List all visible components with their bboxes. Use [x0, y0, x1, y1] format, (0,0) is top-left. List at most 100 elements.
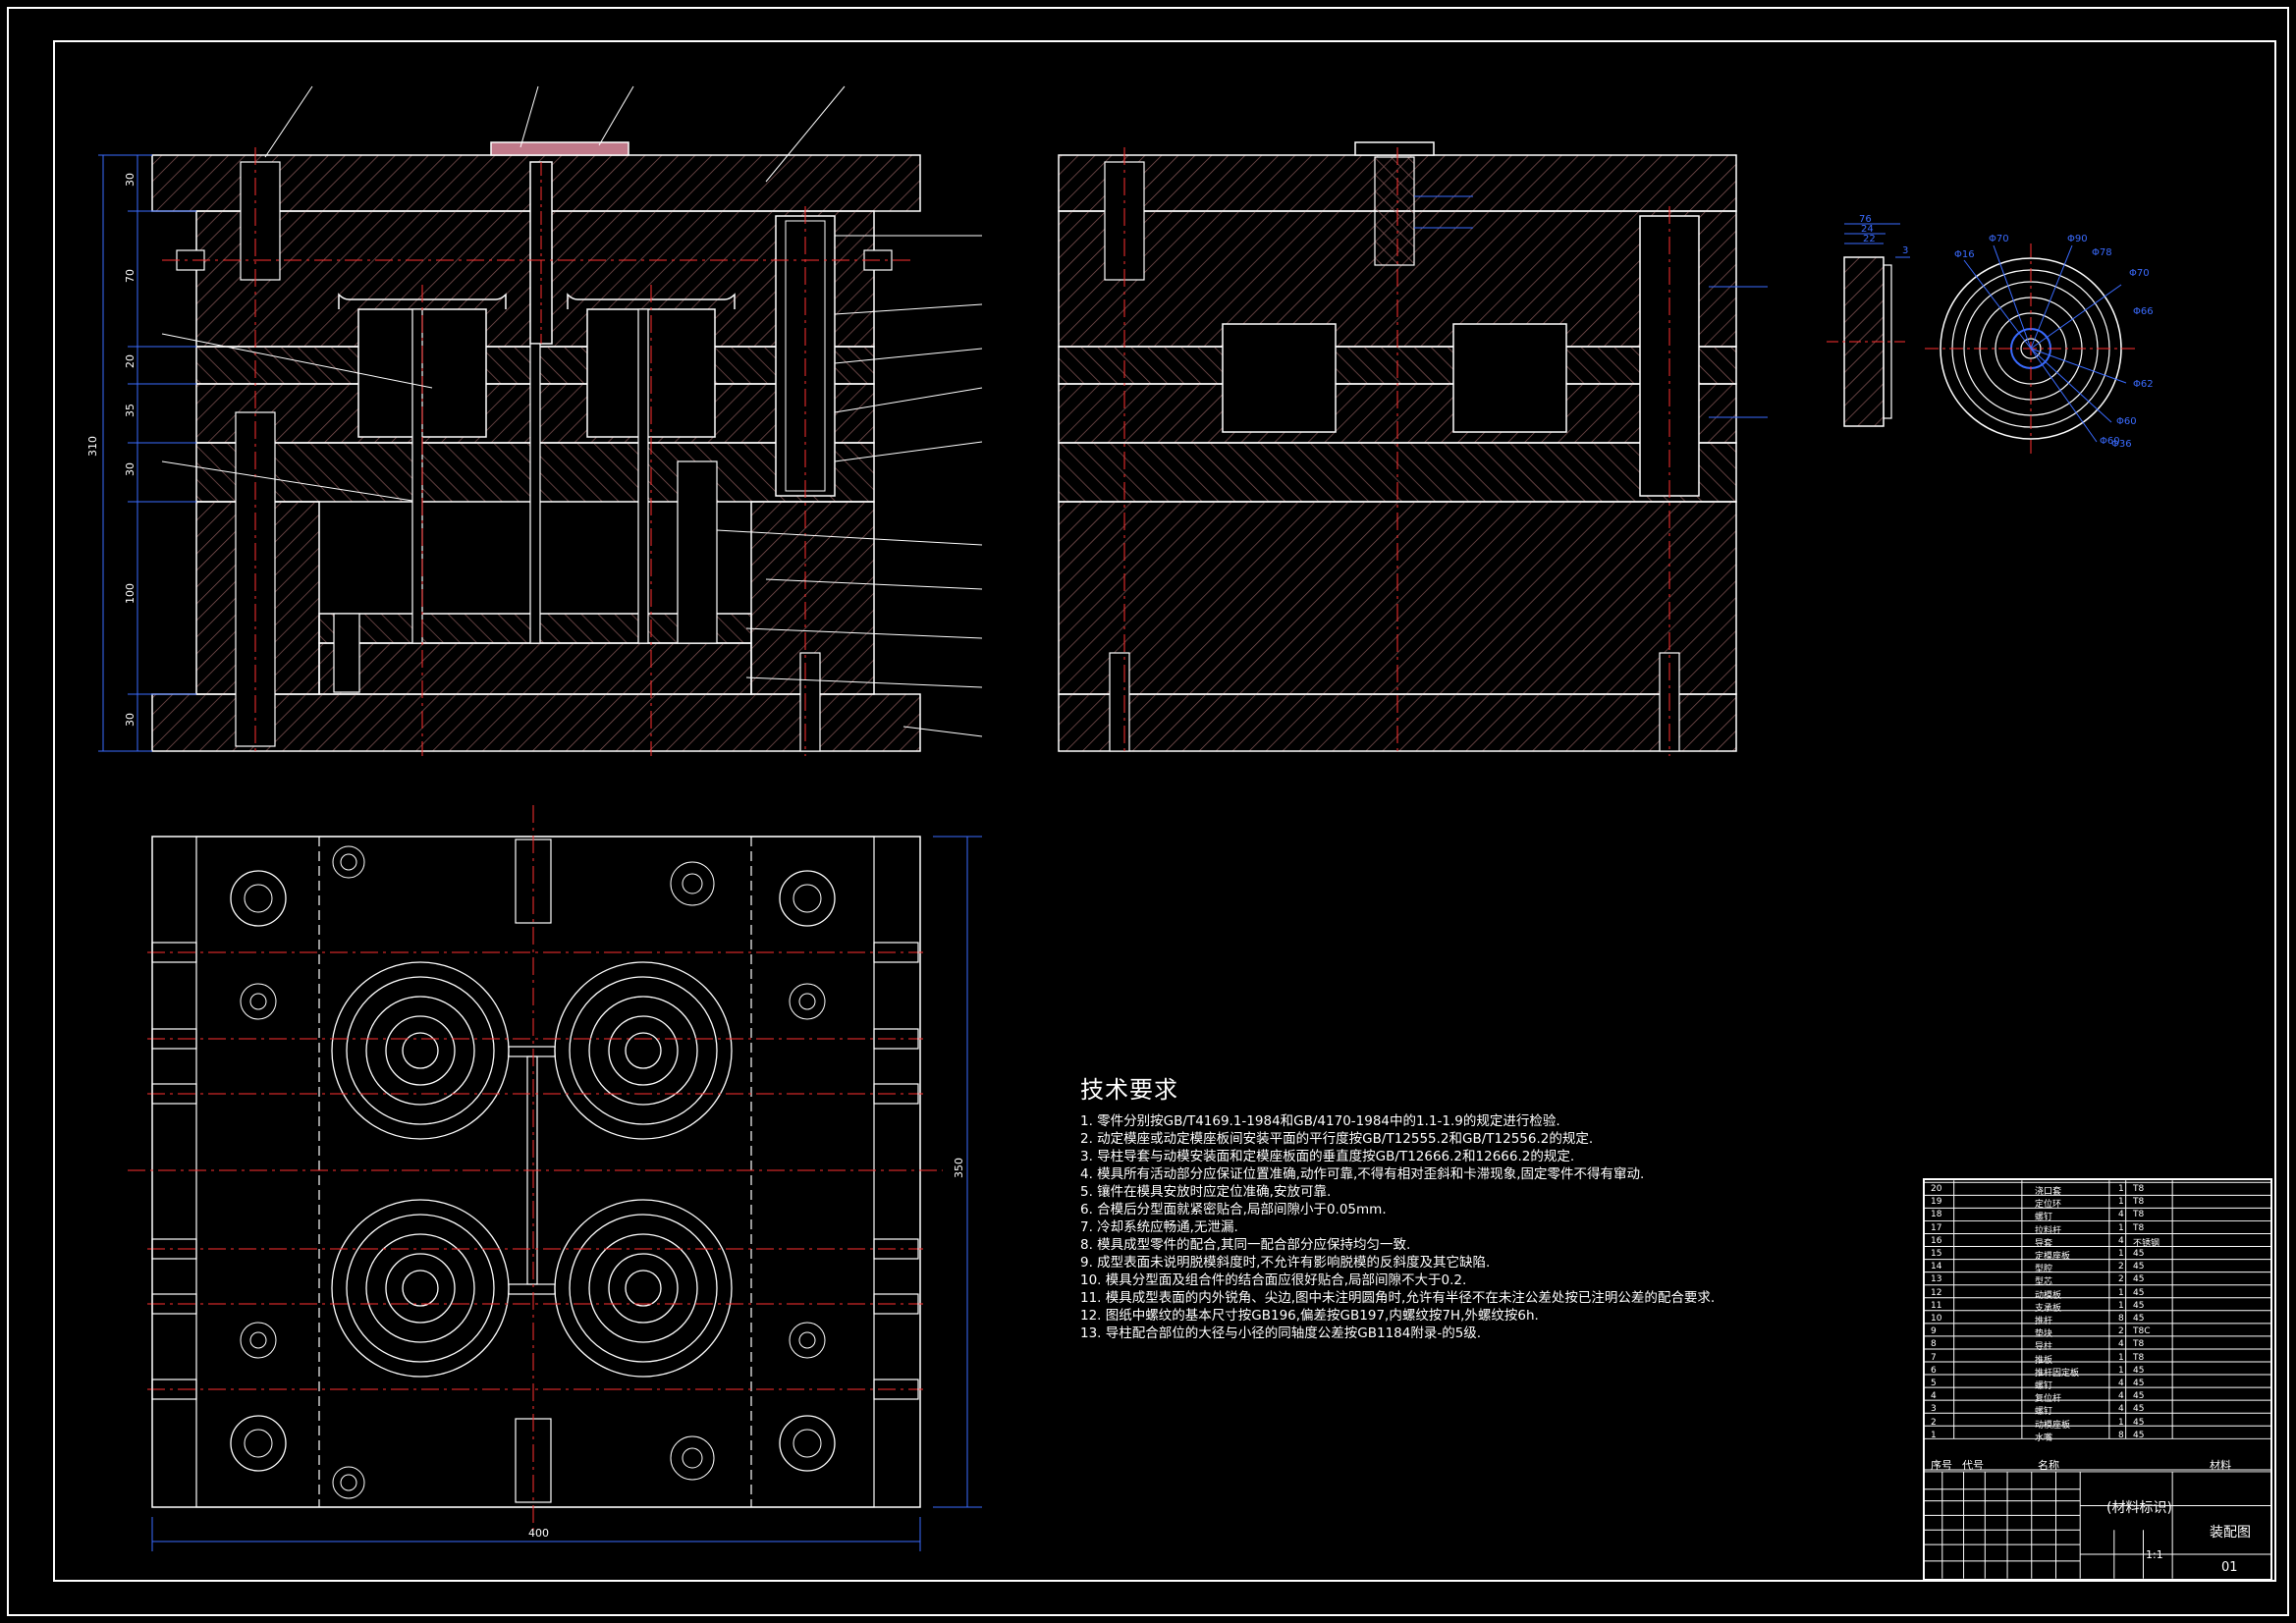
outer-border	[7, 7, 2289, 1616]
part-material: 不锈钢	[2133, 1238, 2160, 1249]
dim-ring-90: Φ90	[2067, 234, 2088, 244]
dim-plate-30b: 30	[124, 462, 137, 476]
part-name: 拉料杆	[2035, 1225, 2062, 1236]
drawing-number: 01	[2221, 1560, 2238, 1575]
main-section-view: 310 30 70 20 35 30 100 30	[86, 85, 983, 756]
drawing-scale: 1:1	[2146, 1548, 2163, 1561]
part-plan-view	[1925, 243, 2137, 454]
dim-plate-20: 20	[124, 354, 137, 368]
part-qty: 4	[2118, 1404, 2124, 1415]
part-name: 螺钉	[2035, 1381, 2053, 1391]
part-qty: 1	[2118, 1287, 2124, 1298]
part-section-view: 76 24 22 3	[1827, 214, 1910, 427]
part-name: 定模座板	[2035, 1252, 2071, 1262]
part-number: 4	[1931, 1391, 1937, 1402]
part-name: 螺钉	[2035, 1407, 2053, 1418]
part-number: 2	[1931, 1417, 1937, 1428]
part-name: 水嘴	[2035, 1433, 2053, 1443]
part-number: 20	[1931, 1184, 1942, 1194]
part-number: 12	[1931, 1287, 1942, 1298]
part-name: 推板	[2035, 1355, 2053, 1366]
part-qty: 1	[2118, 1222, 2124, 1233]
part-qty: 4	[2118, 1235, 2124, 1246]
part-number: 7	[1931, 1352, 1937, 1363]
requirement-item: 9. 成型表面未说明脱模斜度时,不允许有影响脱模的反斜度及其它缺陷.	[1080, 1255, 1491, 1271]
part-number: 14	[1931, 1262, 1942, 1272]
parts-header-name: 名称	[2038, 1459, 2059, 1472]
requirement-item: 12. 图纸中螺纹的基本尺寸按GB196,偏差按GB197,内螺纹按7H,外螺纹…	[1080, 1308, 1539, 1324]
part-number: 16	[1931, 1235, 1942, 1246]
part-number: 8	[1931, 1339, 1937, 1350]
drawing-name: 装配图	[2210, 1525, 2251, 1541]
part-number: 17	[1931, 1222, 1942, 1233]
part-material: 45	[2133, 1287, 2145, 1298]
part-qty: 8	[2118, 1430, 2124, 1440]
requirement-item: 4. 模具所有活动部分应保证位置准确,动作可靠,不得有相对歪斜和卡滞现象,固定零…	[1080, 1166, 1645, 1182]
part-number: 15	[1931, 1249, 1942, 1259]
part-material: 45	[2133, 1274, 2145, 1285]
part-qty: 2	[2118, 1262, 2124, 1272]
part-qty: 4	[2118, 1391, 2124, 1402]
requirement-item: 13. 导柱配合部位的大径与小径的同轴度公差按GB1184附录-的5级.	[1080, 1325, 1482, 1341]
part-number: 5	[1931, 1379, 1937, 1388]
part-name: 推杆	[2035, 1317, 2053, 1326]
plan-view	[128, 805, 982, 1551]
dim-part-76: 76	[1859, 214, 1872, 225]
part-number: 9	[1931, 1326, 1937, 1337]
part-name: 型腔	[2035, 1265, 2053, 1275]
dim-part-3: 3	[1902, 245, 1908, 256]
part-material: 45	[2133, 1249, 2145, 1259]
part-qty: 1	[2118, 1184, 2124, 1194]
part-qty: 1	[2118, 1249, 2124, 1259]
part-material: T8	[2133, 1197, 2145, 1208]
part-material: 45	[2133, 1262, 2145, 1272]
part-qty: 1	[2118, 1300, 2124, 1311]
part-name: 推杆固定板	[2035, 1368, 2080, 1379]
dim-total-height: 310	[86, 436, 99, 457]
part-material: 45	[2133, 1404, 2145, 1415]
part-qty: 8	[2118, 1314, 2124, 1324]
dim-ring-66: Φ66	[2133, 306, 2154, 317]
part-material: 45	[2133, 1430, 2145, 1440]
part-qty: 4	[2118, 1339, 2124, 1350]
part-number: 3	[1931, 1404, 1937, 1415]
part-qty: 1	[2118, 1197, 2124, 1208]
dim-plate-30a: 30	[124, 173, 137, 187]
part-qty: 4	[2118, 1379, 2124, 1388]
part-number: 11	[1931, 1300, 1942, 1311]
part-name: 浇口套	[2035, 1187, 2062, 1197]
requirement-item: 3. 导柱导套与动模安装面和定模座板面的垂直度按GB/T12666.2和1266…	[1080, 1149, 1575, 1164]
dim-part-22: 22	[1863, 234, 1876, 244]
dim-plate-100: 100	[124, 583, 137, 604]
title-block-grid	[1925, 1180, 2270, 1579]
parts-header-code: 代号	[1962, 1459, 1984, 1472]
requirement-item: 5. 镶件在模具安放时应定位准确,安放可靠.	[1080, 1184, 1332, 1200]
part-material: T8	[2133, 1352, 2145, 1363]
part-name: 螺钉	[2035, 1213, 2053, 1223]
dim-plate-35: 35	[124, 404, 137, 417]
dim-plate-70: 70	[124, 269, 137, 283]
dim-ring-70: Φ70	[1989, 234, 2009, 244]
part-material: 45	[2133, 1365, 2145, 1376]
part-material: 45	[2133, 1391, 2145, 1402]
part-number: 10	[1931, 1314, 1942, 1324]
part-name: 动模板	[2035, 1290, 2062, 1301]
technical-requirements: 技术要求 1. 零件分别按GB/T4169.1-1984和GB/4170-198…	[1080, 1070, 1715, 1342]
part-material: T8	[2133, 1222, 2145, 1233]
requirement-item: 8. 模具成型零件的配合,其同一配合部分应保持均匀一致.	[1080, 1237, 1411, 1253]
part-qty: 1	[2118, 1417, 2124, 1428]
dim-part-24: 24	[1861, 224, 1874, 235]
technical-requirements-title: 技术要求	[1080, 1076, 1178, 1104]
dim-front-height: 350	[953, 1158, 965, 1178]
part-name: 导柱	[2035, 1342, 2053, 1353]
parts-header-seq: 序号	[1931, 1459, 1952, 1472]
part-material: T8	[2133, 1339, 2145, 1350]
part-material: T8	[2133, 1210, 2145, 1220]
part-material: 45	[2133, 1417, 2145, 1428]
technical-requirements-list: 1. 零件分别按GB/T4169.1-1984和GB/4170-1984中的1.…	[1080, 1112, 1715, 1342]
requirement-item: 10. 模具分型面及组合件的结合面应很好贴合,局部间隙不大于0.2.	[1080, 1272, 1467, 1288]
part-material: T8C	[2133, 1326, 2151, 1337]
requirement-item: 2. 动定模座或动定模座板间安装平面的平行度按GB/T12555.2和GB/T1…	[1080, 1131, 1594, 1147]
part-qty: 1	[2118, 1365, 2124, 1376]
